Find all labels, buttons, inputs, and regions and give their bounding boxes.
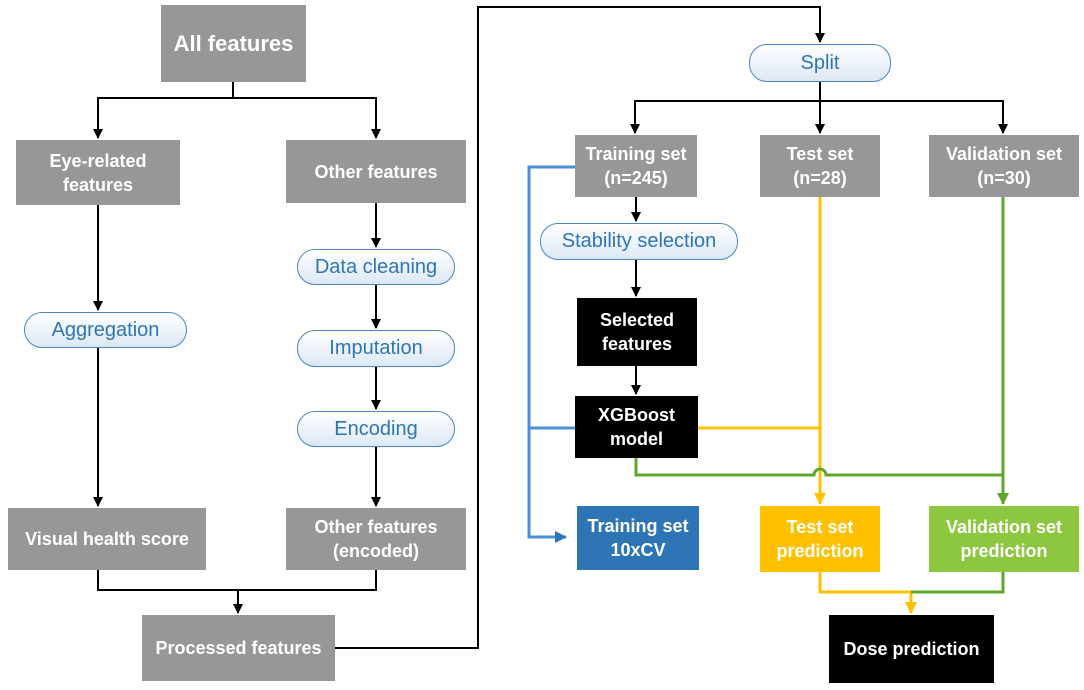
xgboost-model-line1: XGBoost: [597, 405, 675, 425]
split-label: Split: [800, 51, 840, 74]
training-set-line2: (n=245): [604, 168, 668, 188]
aggregation-label: Aggregation: [51, 318, 160, 341]
processed-features-box: Processed features: [142, 615, 335, 681]
xgboost-model-box: XGBoost model: [575, 396, 698, 458]
other-features-encoded-line1: Other features: [314, 517, 438, 537]
visual-health-score-label: Visual health score: [25, 529, 189, 549]
selected-features-box: Selected features: [577, 298, 697, 366]
eye-related-features-box: Eye-related features: [16, 140, 180, 205]
all-features-label: All features: [173, 30, 294, 56]
encoding-label: Encoding: [334, 417, 418, 440]
aggregation-step: Aggregation: [24, 312, 187, 348]
validation-set-prediction-line1: Validation set: [945, 517, 1063, 537]
training-set-box: Training set (n=245): [575, 135, 697, 197]
dose-prediction-label: Dose prediction: [843, 639, 980, 659]
data-cleaning-label: Data cleaning: [314, 255, 438, 278]
test-set-prediction-line2: prediction: [776, 541, 864, 561]
validation-set-box: Validation set (n=30): [929, 135, 1079, 197]
eye-related-label-line1: Eye-related: [49, 150, 147, 171]
visual-health-score-box: Visual health score: [8, 508, 206, 570]
dose-prediction-box: Dose prediction: [829, 615, 994, 683]
other-features-label: Other features: [314, 161, 438, 182]
stability-selection-label: Stability selection: [561, 230, 717, 252]
training-set-cv-line2: 10xCV: [610, 540, 666, 560]
processed-features-label: Processed features: [155, 638, 322, 658]
validation-set-line2: (n=30): [977, 168, 1031, 188]
data-cleaning-step: Data cleaning: [297, 249, 455, 285]
other-features-encoded-box: Other features (encoded): [286, 508, 466, 570]
stability-selection-step: Stability selection: [540, 223, 738, 260]
other-features-box: Other features: [286, 140, 466, 203]
imputation-label: Imputation: [329, 337, 423, 359]
imputation-step: Imputation: [297, 330, 455, 367]
test-set-box: Test set (n=28): [760, 135, 880, 197]
validation-set-prediction-box: Validation set prediction: [929, 506, 1079, 572]
test-set-line2: (n=28): [793, 168, 847, 188]
selected-features-line2: features: [601, 334, 673, 354]
training-set-line1: Training set: [585, 144, 687, 164]
all-features-box: All features: [161, 5, 306, 82]
encoding-step: Encoding: [297, 411, 455, 447]
split-step: Split: [749, 44, 891, 82]
selected-features-line1: Selected: [599, 310, 675, 330]
other-features-encoded-line2: (encoded): [332, 541, 419, 561]
validation-set-line1: Validation set: [945, 144, 1063, 164]
test-set-line1: Test set: [786, 144, 854, 164]
test-set-prediction-box: Test set prediction: [760, 506, 880, 572]
training-set-cv-box: Training set 10xCV: [577, 506, 699, 570]
test-set-prediction-line1: Test set: [786, 517, 854, 537]
validation-set-prediction-line2: prediction: [960, 541, 1048, 561]
xgboost-model-line2: model: [609, 429, 663, 449]
training-set-cv-line1: Training set: [587, 516, 689, 536]
eye-related-label-line2: features: [62, 174, 134, 195]
